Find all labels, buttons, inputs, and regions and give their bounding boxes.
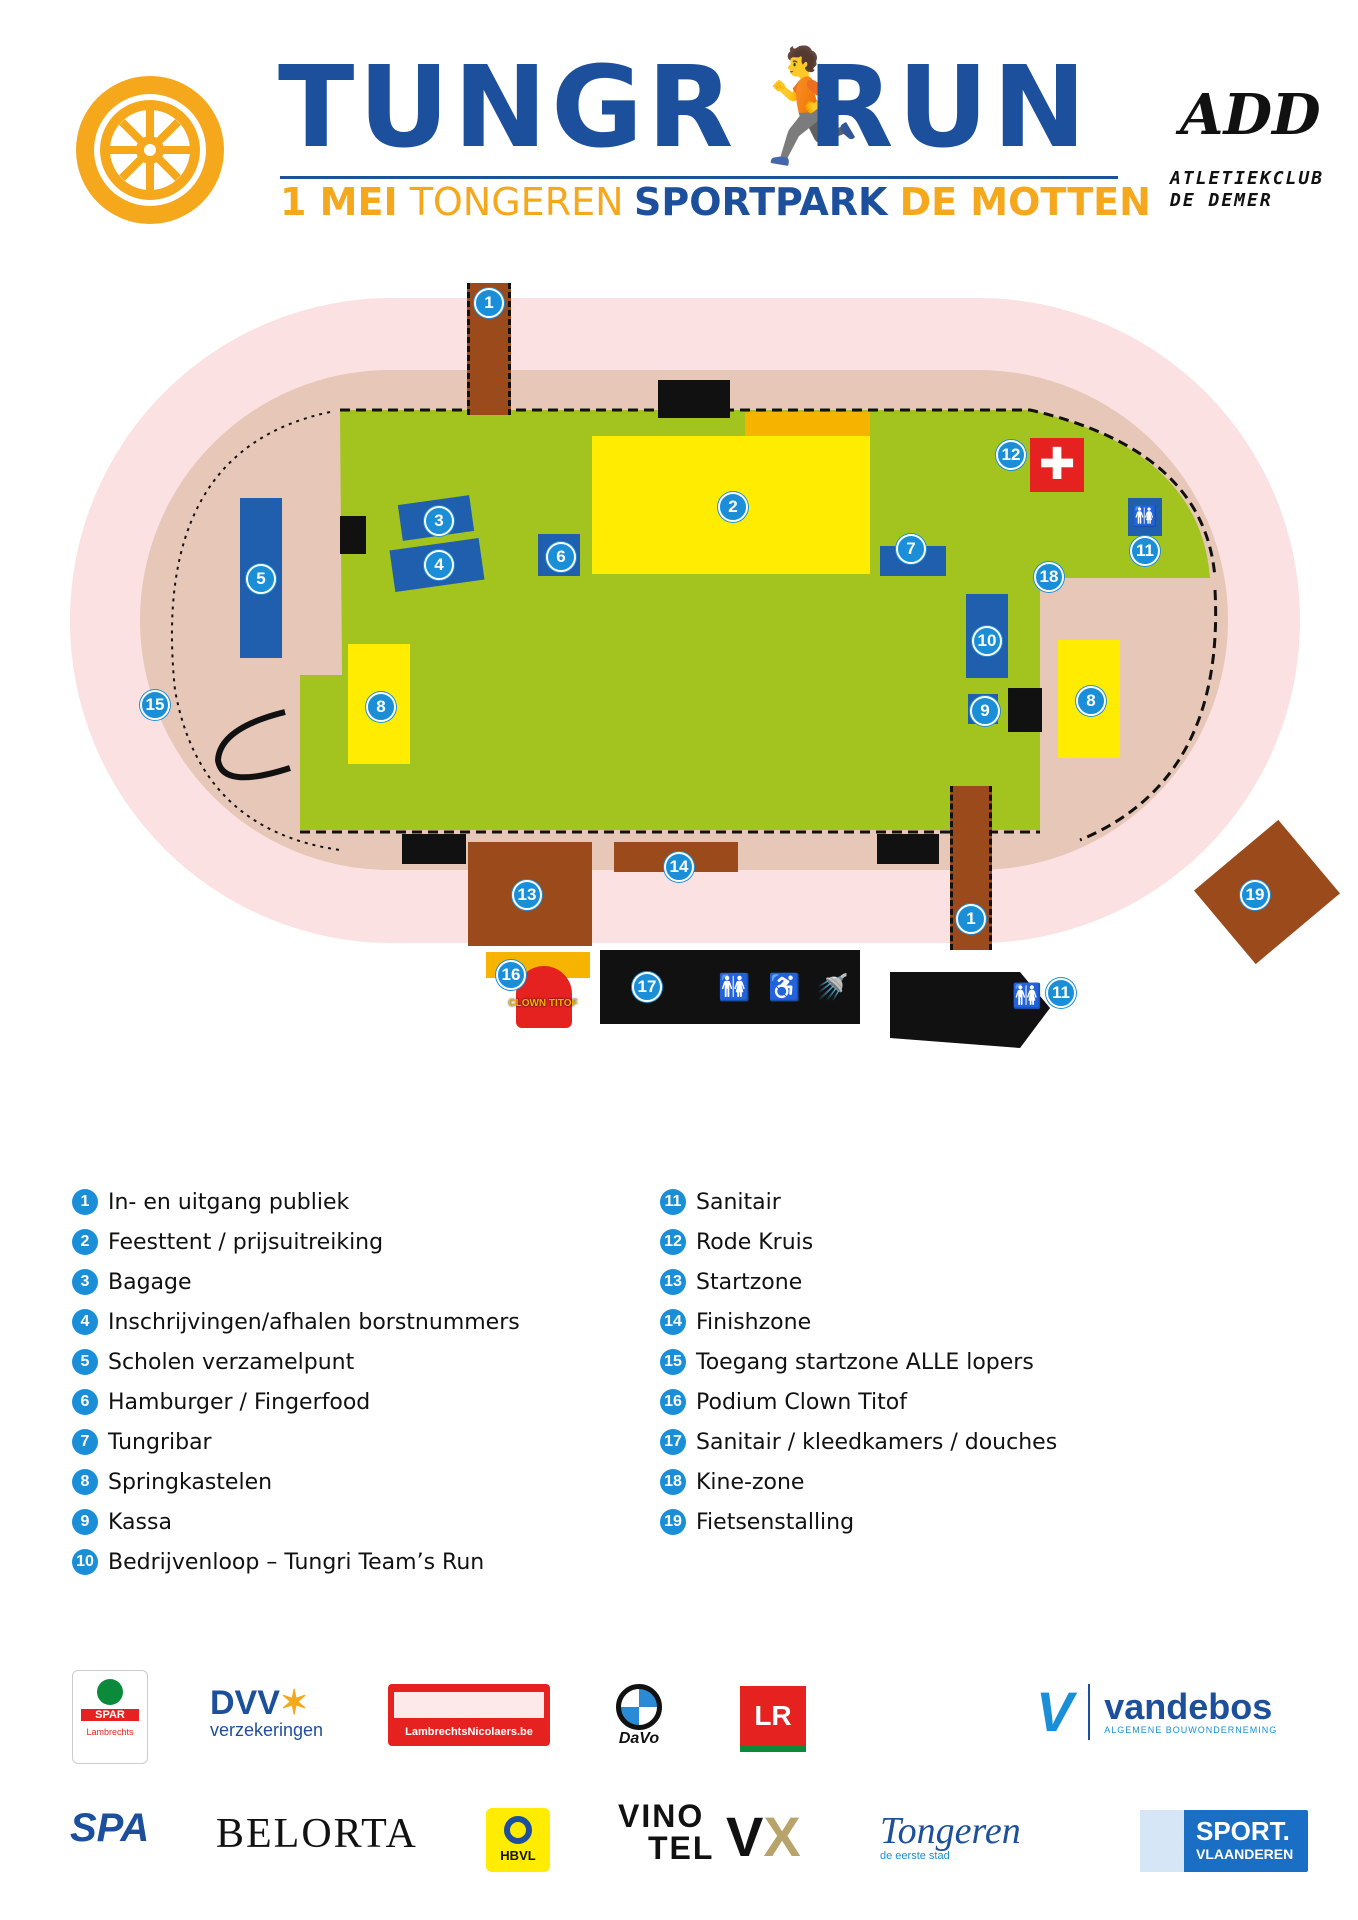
spar-logo: SPAR Lambrechts xyxy=(72,1670,148,1764)
belorta-logo: BELORTA xyxy=(216,1811,418,1857)
tongeren-logo: Tongeren de eerste stad xyxy=(880,1810,1021,1862)
small-black-block xyxy=(340,516,366,554)
bmw-logo: DaVo xyxy=(616,1684,662,1748)
map-badge-5: 5 xyxy=(246,564,276,594)
stand-north xyxy=(658,380,730,418)
map-badge-16: 16 xyxy=(496,960,526,990)
wc-icon: 🚻 xyxy=(1128,498,1162,536)
map-badge-19: 19 xyxy=(1240,880,1270,910)
accessible-icon: ♿ xyxy=(768,972,801,1002)
map-badge-3: 3 xyxy=(424,506,454,536)
map-badge-17: 17 xyxy=(632,972,662,1002)
event-venue: SPORTPARK DE MOTTEN xyxy=(634,180,1151,224)
kleedkamers-building: 🚻 ♿ 🚿 xyxy=(600,950,860,1024)
vinotel-logo: VINO TEL xyxy=(618,1798,715,1866)
vinotel-mark-icon: VX xyxy=(726,1805,801,1868)
map-badge-4: 4 xyxy=(424,550,454,580)
tent-canopy xyxy=(745,412,870,438)
wc-icon: 🚻 xyxy=(718,972,751,1002)
map-badge-13: 13 xyxy=(512,880,542,910)
red-cross-icon: ✚ xyxy=(1030,438,1084,492)
vandebos-logo: V vandebos ALGEMENE BOUWONDERNEMING xyxy=(1036,1680,1278,1743)
stand-south-west xyxy=(402,834,466,864)
map-badge-2: 2 xyxy=(718,492,748,522)
map-badge-1b: 1 xyxy=(956,904,986,934)
map-badge-18: 18 xyxy=(1034,562,1064,592)
event-date-city: 1 MEI TONGEREN xyxy=(280,180,624,224)
club-name: ATLETIEKCLUB DE DEMER xyxy=(1170,168,1325,211)
map-badge-6: 6 xyxy=(546,542,576,572)
sanitair-arrow-building xyxy=(890,972,1050,1048)
map-badge-11b: 11 xyxy=(1046,978,1076,1008)
spa-logo: SPA xyxy=(70,1806,150,1850)
map-badge-15: 15 xyxy=(140,690,170,720)
wc-icon: 🚻 xyxy=(1012,983,1042,1010)
map-badge-9: 9 xyxy=(970,696,1000,726)
map-badge-12: 12 xyxy=(996,440,1026,470)
sport-vlaanderen-logo: SPORT. VLAANDEREN xyxy=(1140,1810,1308,1872)
rotary-logo xyxy=(76,76,224,224)
map-badge-11: 11 xyxy=(1130,536,1160,566)
map-badge-10: 10 xyxy=(972,626,1002,656)
club-logo: ADD xyxy=(1180,82,1321,148)
title-divider xyxy=(280,176,1118,179)
map-badge-7: 7 xyxy=(896,534,926,564)
event-title: TUNGR🏃RUN xyxy=(278,43,1091,173)
hbvl-logo: HBVL xyxy=(486,1808,550,1872)
map-badge-1: 1 xyxy=(474,288,504,318)
lohmann-logo: LR xyxy=(740,1686,814,1752)
dvv-logo: DVV✶ verzekeringen xyxy=(210,1684,324,1740)
map-badge-14: 14 xyxy=(664,852,694,882)
shower-icon: 🚿 xyxy=(816,972,849,1002)
stand-south-east xyxy=(877,834,939,864)
lambrechts-logo: LambrechtsNicolaers.be xyxy=(388,1684,550,1746)
map-badge-8b: 8 xyxy=(1076,686,1106,716)
map-badge-8: 8 xyxy=(366,692,396,722)
kassa-block xyxy=(1008,688,1042,732)
